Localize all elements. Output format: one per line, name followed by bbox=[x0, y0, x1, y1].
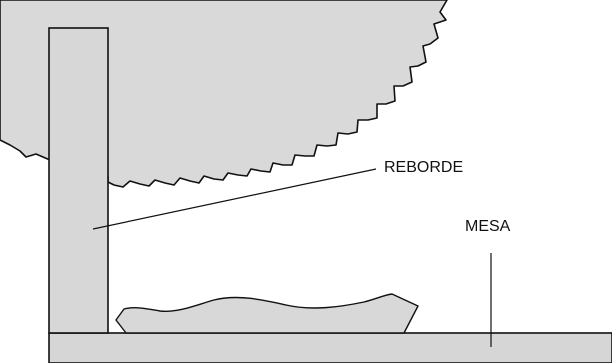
table-surface bbox=[48, 332, 612, 363]
lip-leader-line bbox=[92, 168, 377, 230]
saw-blade bbox=[0, 0, 448, 188]
lip-guard bbox=[48, 27, 109, 334]
lip-label: REBORDE bbox=[384, 159, 463, 176]
workpiece bbox=[115, 293, 419, 334]
table-label: MESA bbox=[465, 218, 511, 235]
